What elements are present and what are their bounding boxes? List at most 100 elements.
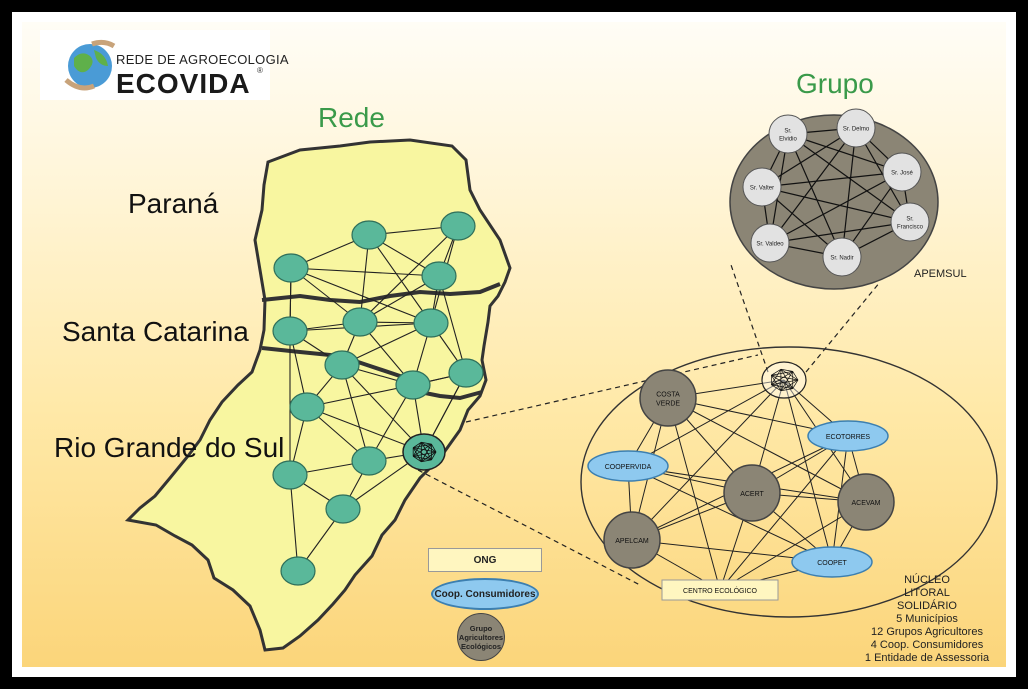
- nucleo-edge: [667, 397, 721, 591]
- parana-sc-border: [261, 282, 501, 305]
- rede-node: [395, 370, 431, 400]
- nucleo-node-label: COOPERVIDA: [605, 464, 652, 471]
- nucleo-node-hub: [761, 361, 807, 399]
- grupo-name: APEMSUL: [914, 268, 967, 280]
- grupo-member-label: Sr.: [906, 217, 914, 223]
- rede-edge: [368, 234, 432, 324]
- nucleo-node-label: APELCAM: [615, 538, 649, 545]
- highlighted-cluster-node: [402, 433, 446, 471]
- rede-node: [325, 494, 361, 524]
- grupo-member-label: Sr. Delmo: [843, 127, 870, 133]
- grupo-member-node: Sr. José: [882, 152, 922, 192]
- nucleo-node-ecotorres: ECOTORRES: [807, 420, 889, 452]
- rede-node: [272, 460, 308, 490]
- rede-node: [421, 261, 457, 291]
- grupo-edge: [769, 127, 857, 244]
- nucleo-node-acevam: ACEVAM: [837, 473, 895, 531]
- grupo-member-node: Sr. Elvidio: [768, 114, 808, 154]
- zoom-line: [465, 354, 759, 423]
- nucleo-edge: [631, 379, 785, 541]
- state-label-parana: Paraná: [128, 188, 219, 219]
- nucleo-node-label: ACERT: [740, 491, 764, 498]
- zoom-line: [729, 261, 769, 373]
- nucleo-node-coopervida: COOPERVIDA: [587, 450, 669, 482]
- rede-node: [440, 211, 476, 241]
- nucleo-node-label: COOPET: [817, 560, 847, 567]
- nucleo-info-line: 4 Coop. Consumidores: [870, 639, 984, 651]
- nucleo-node-label: VERDE: [656, 401, 680, 408]
- grupo-member-label: Sr.: [784, 129, 792, 135]
- grupo-member-node: Sr. Nadir: [822, 237, 862, 277]
- grupo-edge: [841, 127, 857, 258]
- grupo-member-node: Sr. Francisco: [890, 202, 930, 242]
- nucleo-edge: [627, 465, 833, 563]
- nucleo-edge: [783, 379, 833, 563]
- legend-grupo-line: Grupo: [469, 623, 493, 633]
- rede-node: [351, 446, 387, 476]
- nucleo-node-acert: ACERT: [723, 464, 781, 522]
- legend-grupo-agricultores: Grupo Agricultores Ecológicos: [457, 613, 505, 661]
- grupo-member-label: Elvidio: [779, 137, 797, 143]
- rede-node: [351, 220, 387, 250]
- nucleo-info-line: SOLIDÁRIO: [897, 600, 957, 612]
- rede-edge: [341, 364, 370, 462]
- rede-node: [448, 358, 484, 388]
- nucleo-info-line: 1 Entidade de Assessoria: [864, 652, 990, 664]
- grupo-title: Grupo: [796, 68, 874, 99]
- nucleo-edge: [627, 379, 785, 467]
- rede-node: [280, 556, 316, 586]
- grupo-edge: [787, 133, 903, 173]
- southern-brazil-map: [124, 138, 512, 652]
- legend-ong: ONG: [428, 548, 542, 572]
- rede-edge: [289, 474, 299, 572]
- grupo-member-node: Sr. Delmo: [836, 108, 876, 148]
- nucleo-node-centro: CENTRO ECOLÓGICO: [661, 579, 779, 601]
- rede-node: [273, 253, 309, 283]
- zoom-line: [805, 281, 881, 373]
- grupo-edge: [769, 171, 903, 244]
- legend-grupo-line: Agricultores: [458, 632, 504, 642]
- nucleo-node-costa-verde: COSTA VERDE: [639, 369, 697, 427]
- grupo-edge: [761, 186, 911, 223]
- logo-subtitle: REDE DE AGROECOLOGIA: [116, 52, 289, 67]
- state-label-santa-catarina: Santa Catarina: [62, 316, 249, 347]
- nucleo-node-label: ACEVAM: [851, 500, 880, 507]
- nucleo-info-line: NÚCLEO: [904, 574, 950, 586]
- nucleo-node-coopet: COOPET: [791, 546, 873, 578]
- rede-edge: [290, 267, 432, 324]
- rede-node: [342, 307, 378, 337]
- nucleo-node-label: COSTA: [656, 392, 680, 399]
- rede-edge: [290, 267, 440, 277]
- rede-node: [324, 350, 360, 380]
- grupo-member-label: Sr. Valter: [750, 186, 774, 192]
- legend-coop-consumidores: Coop. Consumidores: [431, 578, 539, 610]
- grupo-member-label: Sr. José: [891, 171, 913, 177]
- grupo-member-label: Francisco: [897, 225, 924, 231]
- rede-edge: [438, 275, 467, 374]
- logo-wordmark: ECOVIDA: [116, 68, 251, 99]
- nucleo-edge: [719, 435, 849, 591]
- nucleo-node-label: CENTRO ECOLÓGICO: [683, 586, 757, 595]
- rede-title: Rede: [318, 102, 385, 133]
- grupo-member-label: Sr. Nadir: [830, 256, 853, 262]
- nucleo-info-line: 5 Municípios: [896, 613, 958, 625]
- legend-grupo-line: Ecológicos: [460, 641, 501, 651]
- rede-node: [272, 316, 308, 346]
- nucleo-node-label: ECOTORRES: [826, 434, 871, 441]
- nucleo-node-apelcam: APELCAM: [603, 511, 661, 569]
- nucleo-edge: [667, 397, 867, 503]
- nucleo-info-line: LITORAL: [904, 587, 950, 599]
- zoom-line: [417, 469, 641, 586]
- nucleo-info-line: 12 Grupos Agricultores: [871, 626, 983, 638]
- grupo-edge: [787, 133, 843, 258]
- nucleo-circle: [580, 346, 998, 618]
- state-label-rio-grande: Rio Grande do Sul: [54, 432, 285, 463]
- logo-panel: [40, 30, 270, 100]
- grupo-member-node: Sr. Valdeo: [750, 223, 790, 263]
- rede-node: [413, 308, 449, 338]
- grupo-edge: [761, 171, 903, 188]
- rede-edge: [306, 384, 414, 408]
- globe-hands-icon: [64, 39, 116, 91]
- grupo-member-node: Sr. Valter: [742, 167, 782, 207]
